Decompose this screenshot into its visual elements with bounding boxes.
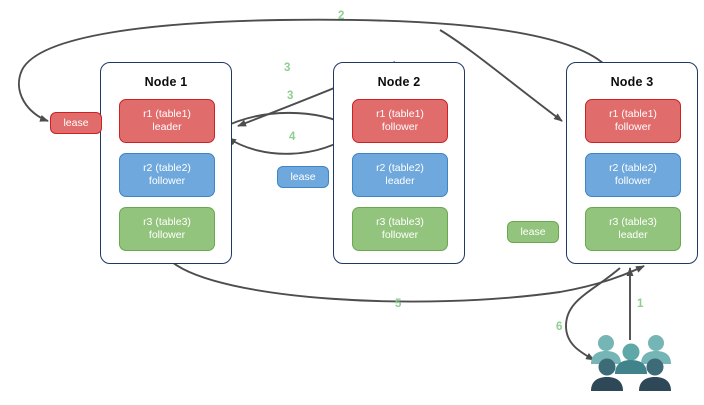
node-3[interactable]: Node 3 r1 (table1) follower r2 (table2) … bbox=[566, 62, 698, 264]
step-label-5: 5 bbox=[395, 298, 402, 310]
node-3-replica-r1-role: follower bbox=[614, 121, 652, 133]
node-1-replica-r3-role: follower bbox=[148, 229, 186, 241]
node-3-replica-r3-name: r3 (table3) bbox=[609, 216, 657, 228]
node-2[interactable]: Node 2 r1 (table1) follower r2 (table2) … bbox=[333, 62, 465, 264]
edge-step-2b bbox=[439, 29, 563, 122]
node-2-replica-r3-name: r3 (table3) bbox=[376, 216, 424, 228]
node-3-title: Node 3 bbox=[610, 75, 654, 89]
lease-badge-table2[interactable]: lease bbox=[277, 166, 329, 188]
step-label-1: 1 bbox=[637, 298, 644, 310]
node-1-replica-r2-name: r2 (table2) bbox=[143, 162, 191, 174]
lease-badge-table3[interactable]: lease bbox=[507, 221, 559, 243]
edge-step-6 bbox=[565, 267, 621, 361]
people-group-icon bbox=[591, 335, 671, 391]
node-3-replica-r2-role: follower bbox=[614, 175, 652, 187]
node-2-title: Node 2 bbox=[377, 75, 421, 89]
node-1-replica-r1-name: r1 (table1) bbox=[143, 108, 191, 120]
node-1-replica-r3-name: r3 (table3) bbox=[143, 216, 191, 228]
node-1-title: Node 1 bbox=[144, 75, 188, 89]
step-label-2: 2 bbox=[338, 10, 345, 22]
node-2-replica-r2[interactable]: r2 (table2) leader bbox=[352, 153, 448, 197]
node-3-replica-r1-name: r1 (table1) bbox=[609, 108, 657, 120]
node-2-replica-r1-name: r1 (table1) bbox=[376, 108, 424, 120]
node-2-replica-r2-role: leader bbox=[385, 175, 415, 187]
edge-step-2 bbox=[17, 18, 605, 122]
node-3-replica-r3-role: leader bbox=[618, 229, 648, 241]
node-1-replica-r2-role: follower bbox=[148, 175, 186, 187]
node-3-replica-r2-name: r2 (table2) bbox=[609, 162, 657, 174]
step-label-6: 6 bbox=[556, 321, 563, 333]
node-2-replica-r1-role: follower bbox=[381, 121, 419, 133]
node-1-replica-r3[interactable]: r3 (table3) follower bbox=[119, 207, 215, 251]
node-3-replica-r3[interactable]: r3 (table3) leader bbox=[585, 207, 681, 251]
node-2-replica-r1[interactable]: r1 (table1) follower bbox=[352, 99, 448, 143]
step-label-4: 4 bbox=[289, 131, 296, 143]
lease-badge-table1[interactable]: lease bbox=[50, 112, 102, 134]
node-3-replica-r2[interactable]: r2 (table2) follower bbox=[585, 153, 681, 197]
step-label-3b: 3 bbox=[287, 90, 294, 102]
node-1-replica-r2[interactable]: r2 (table2) follower bbox=[119, 153, 215, 197]
node-1-replica-r1[interactable]: r1 (table1) leader bbox=[119, 99, 215, 143]
node-1-replica-r1-role: leader bbox=[152, 121, 182, 133]
node-2-replica-r2-name: r2 (table2) bbox=[376, 162, 424, 174]
node-3-replica-r1[interactable]: r1 (table1) follower bbox=[585, 99, 681, 143]
client-group[interactable] bbox=[588, 334, 674, 396]
edge-step-5 bbox=[171, 261, 645, 303]
step-label-3a: 3 bbox=[284, 62, 291, 74]
node-2-replica-r3-role: follower bbox=[381, 229, 419, 241]
node-1[interactable]: Node 1 r1 (table1) leader r2 (table2) fo… bbox=[100, 62, 232, 264]
node-2-replica-r3[interactable]: r3 (table3) follower bbox=[352, 207, 448, 251]
